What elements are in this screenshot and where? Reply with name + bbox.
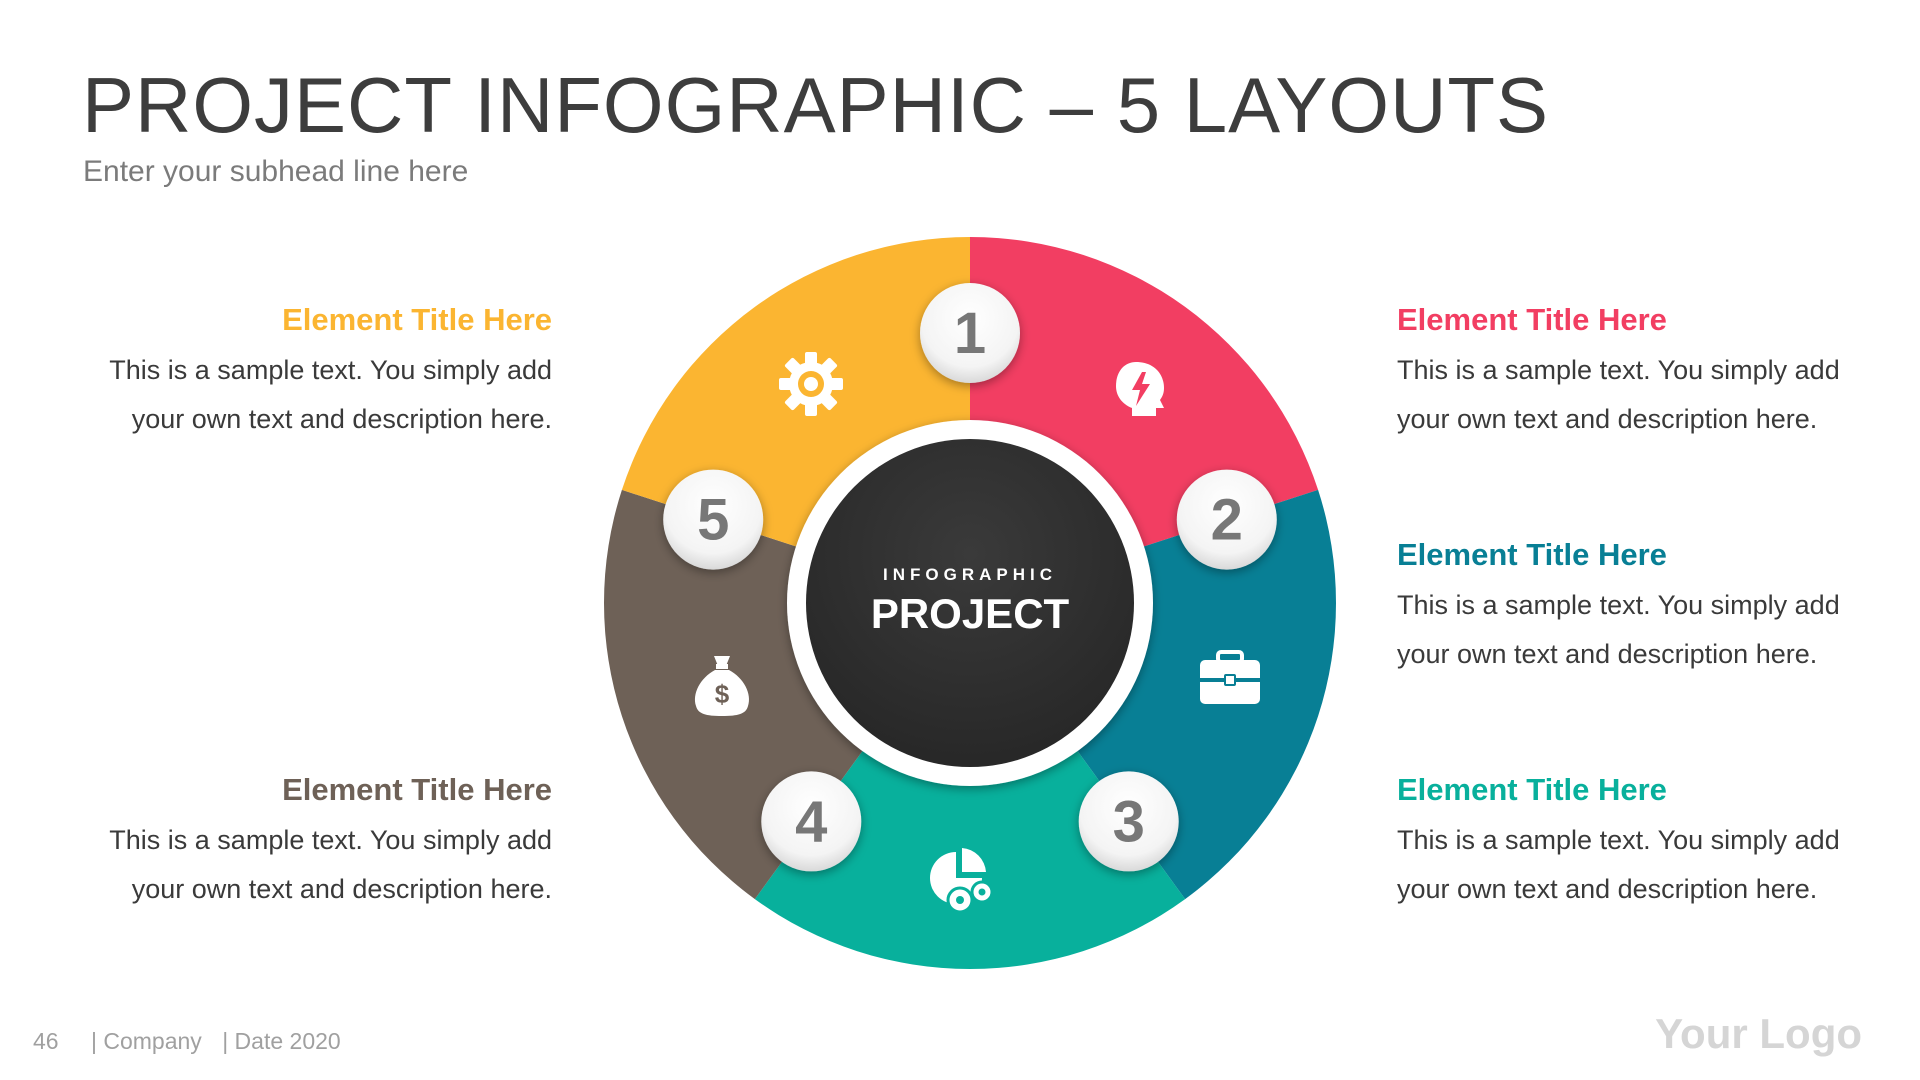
- pie-chart-gears-icon: [930, 848, 994, 914]
- element-title: Element Title Here: [282, 302, 552, 337]
- element-text-line: This is a sample text. You simply add: [109, 825, 552, 855]
- money-bag-icon: $: [694, 656, 750, 716]
- element-block-top-left: Element Title Here This is a sample text…: [32, 300, 552, 444]
- footer-company: | Company: [90, 1028, 202, 1054]
- number-badge-label: 5: [697, 488, 729, 553]
- element-text-line: This is a sample text. You simply add: [1397, 825, 1840, 855]
- center-label-small: INFOGRAPHIC: [883, 565, 1057, 584]
- number-badge-label: 2: [1211, 488, 1243, 553]
- number-badge-3: 3: [1078, 771, 1179, 872]
- number-badge-label: 1: [954, 301, 986, 366]
- element-text-line: your own text and description here.: [1397, 874, 1818, 904]
- element-text-line: your own text and description here.: [131, 404, 552, 434]
- center-label-big: PROJECT: [871, 590, 1070, 637]
- number-badge-label: 3: [1113, 789, 1145, 854]
- svg-text:$: $: [715, 679, 730, 709]
- footer-date: | Date 2020: [222, 1028, 341, 1054]
- element-text-line: This is a sample text. You simply add: [1397, 590, 1840, 620]
- number-badge-circle: [761, 771, 862, 872]
- element-text-line: This is a sample text. You simply add: [109, 355, 552, 385]
- number-badge-circle: [1176, 469, 1277, 570]
- number-badge-circle: [920, 283, 1020, 383]
- element-block-middle-right: Element Title Here This is a sample text…: [1397, 535, 1917, 679]
- briefcase-icon: [1200, 650, 1260, 704]
- element-title: Element Title Here: [1397, 772, 1667, 807]
- gear-icon: [779, 352, 843, 416]
- element-block-bottom-right: Element Title Here This is a sample text…: [1397, 770, 1917, 914]
- page-subhead: Enter your subhead line here: [83, 155, 469, 188]
- element-title: Element Title Here: [282, 772, 552, 807]
- center-hub: [806, 439, 1134, 767]
- element-title: Element Title Here: [1397, 537, 1667, 572]
- page-number: 46: [33, 1028, 59, 1054]
- number-badge-5: 5: [663, 469, 764, 570]
- number-badge-label: 4: [795, 789, 827, 854]
- logo: Your Logo: [1655, 1010, 1862, 1057]
- element-text-line: your own text and description here.: [1397, 639, 1818, 669]
- element-block-top-right: Element Title Here This is a sample text…: [1397, 300, 1917, 444]
- element-title: Element Title Here: [1397, 302, 1667, 337]
- page-title: PROJECT INFOGRAPHIC – 5 LAYOUTS: [82, 61, 1550, 149]
- element-text-line: your own text and description here.: [131, 874, 552, 904]
- element-text-line: This is a sample text. You simply add: [1397, 355, 1840, 385]
- brain-bolt-icon: [1116, 362, 1164, 416]
- number-badge-circle: [1078, 771, 1179, 872]
- number-badge-circle: [663, 469, 764, 570]
- footer: 46 | Company | Date 2020: [33, 1028, 341, 1055]
- number-badge-4: 4: [761, 771, 862, 872]
- element-text-line: your own text and description here.: [1397, 404, 1818, 434]
- number-badge-1: 1: [920, 283, 1020, 383]
- element-block-bottom-left: Element Title Here This is a sample text…: [32, 770, 552, 914]
- number-badge-2: 2: [1176, 469, 1277, 570]
